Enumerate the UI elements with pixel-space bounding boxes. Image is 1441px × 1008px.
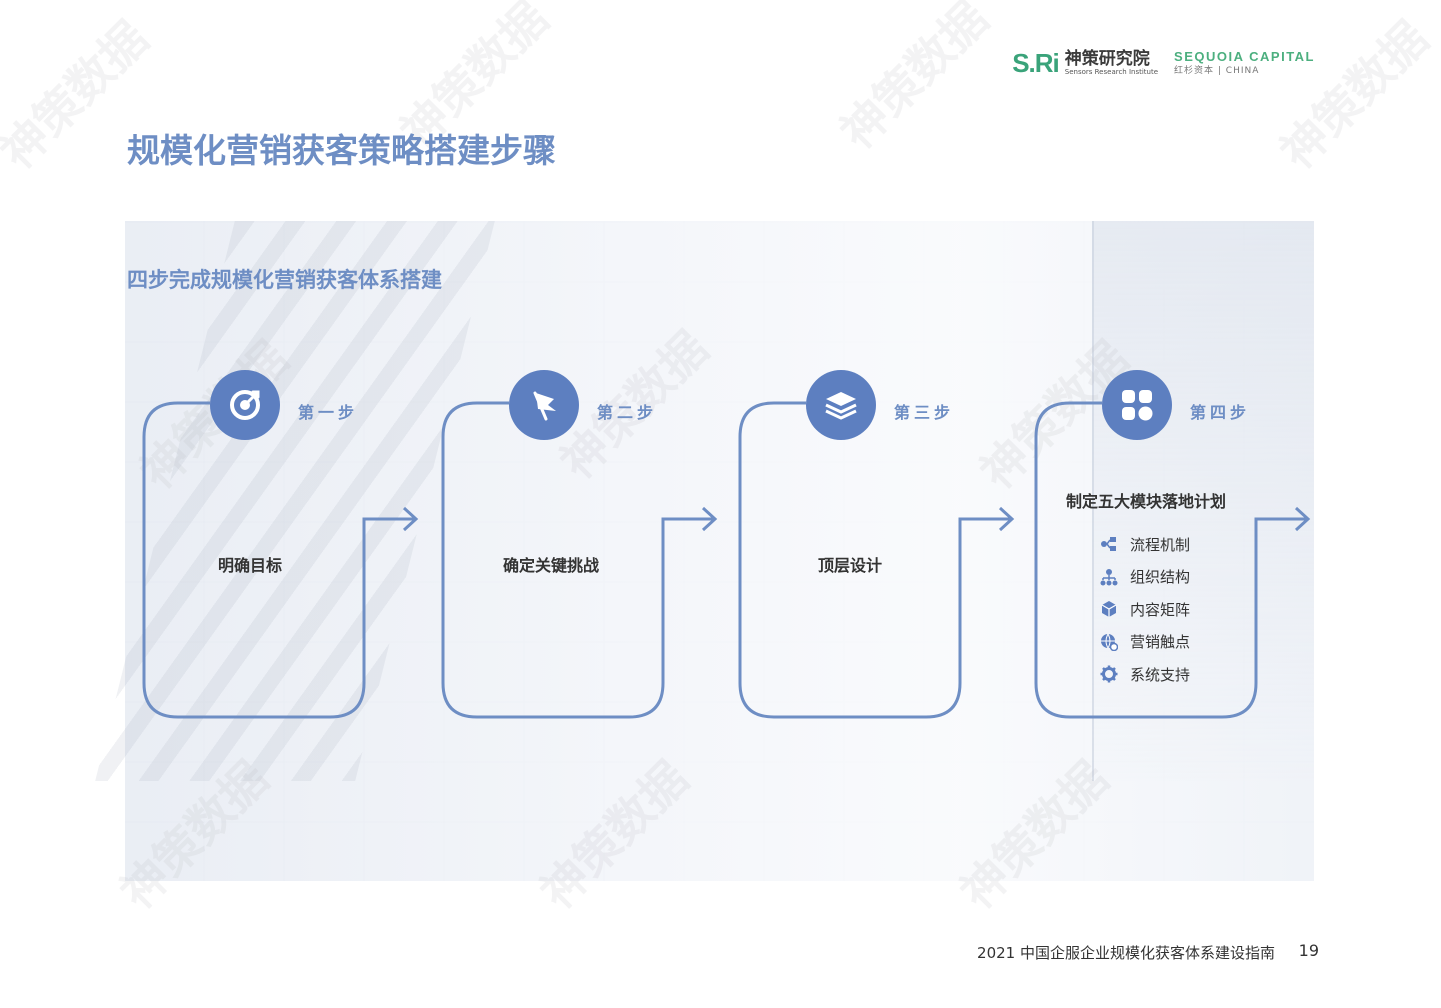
step-4-frame	[1034, 401, 1311, 719]
module-label: 组织结构	[1130, 568, 1191, 587]
step-1-frame	[142, 401, 419, 719]
step-1-label: 第一步	[298, 403, 359, 422]
page-title: 规模化营销获客策略搭建步骤	[127, 131, 556, 170]
gear-icon	[1100, 665, 1118, 683]
list-item: 营销触点	[1100, 626, 1190, 659]
step-1-title: 明确目标	[218, 556, 283, 575]
module-label: 内容矩阵	[1130, 600, 1191, 619]
page-number: 19	[1298, 941, 1319, 960]
step-3-icon-circle	[806, 370, 876, 440]
sequoia-logo-chinese: 红杉资本 | CHINA	[1174, 66, 1260, 76]
list-item: 组织结构	[1100, 561, 1190, 594]
step-3-label: 第三步	[894, 403, 955, 422]
step-2-label: 第二步	[597, 403, 658, 422]
sequoia-logo: SEQUOIA CAPITAL 红杉资本 | CHINA	[1174, 49, 1315, 77]
section-subtitle: 四步完成规模化营销获客体系搭建	[127, 268, 442, 292]
sri-logo-english: Sensors Research Institute	[1064, 67, 1159, 76]
cube-icon	[1100, 600, 1118, 618]
module-label: 流程机制	[1130, 535, 1191, 554]
step-4-card: 第四步 制定五大模块落地计划 流程机制 组织结构 内容矩阵 营销触点	[1032, 366, 1322, 726]
module-list: 流程机制 组织结构 内容矩阵 营销触点 系统支持	[1100, 528, 1190, 691]
sri-logo-mark: S.Ri	[1012, 47, 1060, 78]
sri-logo-name: 神策研究院	[1064, 48, 1150, 69]
list-item: 内容矩阵	[1100, 593, 1190, 626]
step-4-icon-circle	[1102, 370, 1172, 440]
sequoia-logo-english: SEQUOIA CAPITAL	[1174, 49, 1315, 64]
header-logos: S.Ri 神策研究院 Sensors Research Institute SE…	[1012, 46, 1315, 80]
step-4-title: 制定五大模块落地计划	[1066, 492, 1227, 511]
step-2-frame	[441, 401, 718, 719]
step-2-icon-circle	[509, 370, 579, 440]
watermark: 神策数据	[829, 0, 999, 160]
step-3-frame	[738, 401, 1015, 719]
org-icon	[1100, 568, 1118, 586]
step-3-card: 第三步 顶层设计	[736, 366, 1026, 726]
target-icon	[230, 390, 260, 420]
flow-icon	[1100, 535, 1118, 553]
step-1-icon-circle	[210, 370, 280, 440]
step-1-card: 第一步 明确目标	[140, 366, 430, 726]
list-item: 系统支持	[1100, 658, 1190, 691]
module-label: 营销触点	[1130, 633, 1191, 652]
step-2-title: 确定关键挑战	[503, 556, 600, 575]
flag-icon	[533, 391, 556, 421]
globe-icon	[1100, 633, 1118, 651]
list-item: 流程机制	[1100, 528, 1190, 561]
layers-icon	[825, 392, 857, 420]
module-label: 系统支持	[1130, 665, 1191, 684]
grid-icon	[1122, 390, 1153, 421]
footer-document-title: 2021 中国企服企业规模化获客体系建设指南	[977, 944, 1275, 962]
step-4-label: 第四步	[1190, 403, 1251, 422]
watermark: 神策数据	[1269, 10, 1439, 180]
step-2-card: 第二步 确定关键挑战	[439, 366, 729, 726]
sri-logo: S.Ri 神策研究院 Sensors Research Institute	[1012, 48, 1158, 79]
step-3-title: 顶层设计	[818, 556, 883, 575]
